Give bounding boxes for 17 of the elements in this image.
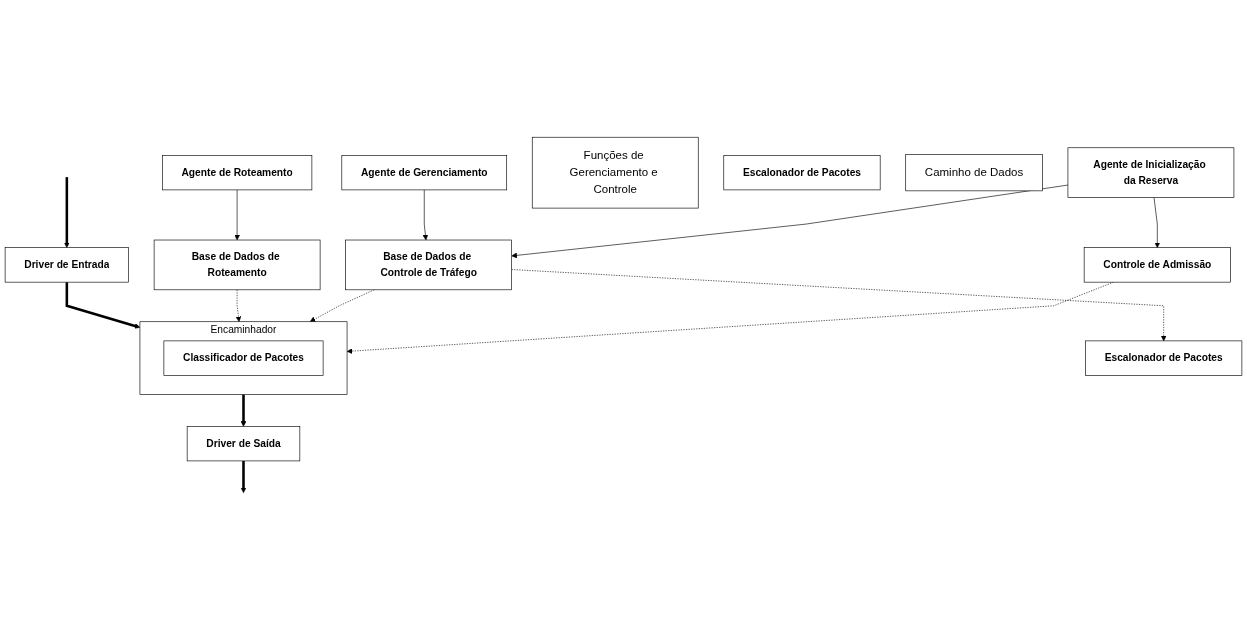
- node-box: Classificador de Pacotes: [163, 340, 324, 376]
- arrow: [65, 282, 141, 329]
- node-box: Funções de Gerenciamento e Controle: [531, 136, 699, 209]
- node-box: Escalonador de Pacotes: [1085, 340, 1243, 376]
- node-box: Base de Dados de Roteamento: [153, 239, 321, 291]
- node-box: Agente de Roteamento: [162, 155, 313, 191]
- node-box: Caminho de Dados: [905, 154, 1043, 192]
- node-box: Driver de Saída: [186, 426, 301, 462]
- arrow: [64, 177, 70, 248]
- node-box: Escalonador de Pacotes: [723, 155, 881, 191]
- node-box: Controle de Admissão: [1083, 247, 1231, 283]
- node-box: Driver de Entrada: [4, 247, 129, 283]
- node-box: Base de Dados de Controle de Tráfego: [345, 239, 512, 291]
- arrow: [240, 460, 247, 494]
- arrow: [240, 394, 247, 427]
- node-box: Agente de Inicialização da Reserva: [1067, 147, 1235, 198]
- node-box: Agente de Gerenciamento: [341, 155, 507, 191]
